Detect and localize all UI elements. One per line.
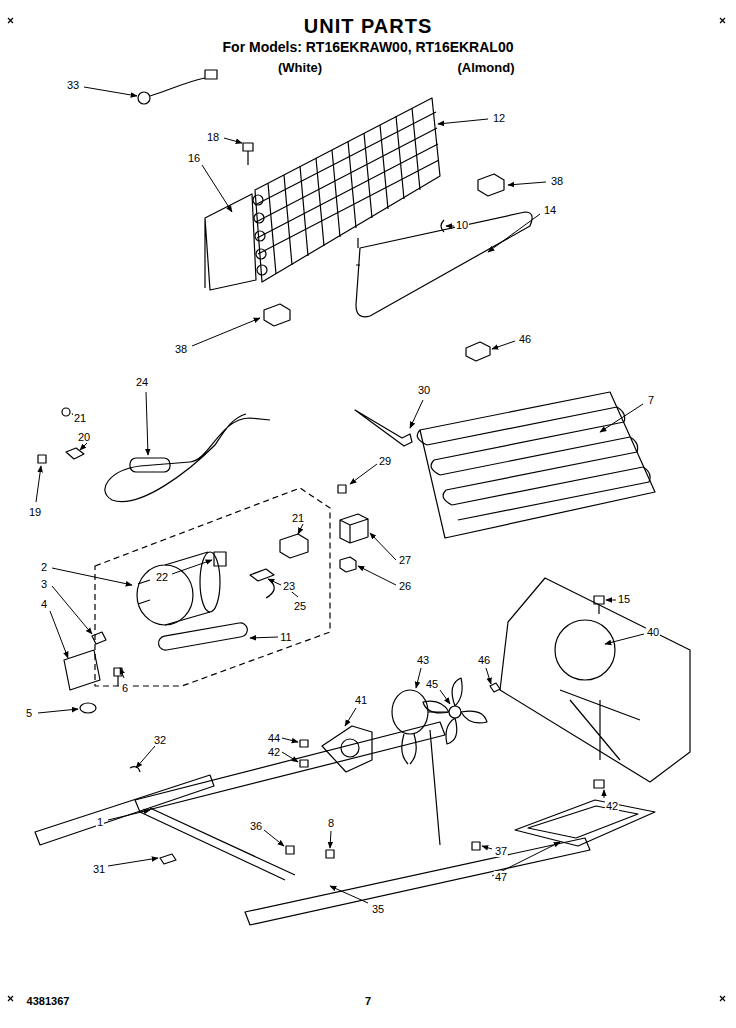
callout-number: 21 [291,512,305,524]
callout-number: 23 [282,580,296,592]
callout-number: 44 [267,732,281,744]
callout-number: 46 [477,654,491,666]
callout-number: 24 [135,376,149,388]
callout-number: 2 [40,561,48,573]
model-line: For Models: RT16EKRAW00, RT16EKRAL00 [222,40,515,55]
callout-number: 38 [550,175,564,187]
callout-number: 16 [187,152,201,164]
callout-number: 47 [494,871,508,883]
callout-number: 36 [249,820,263,832]
callout-number: 1 [96,816,104,828]
callout-number: 15 [617,593,631,605]
callout-number: 40 [646,626,660,638]
callout-number: 14 [543,204,557,216]
page-number: 7 [364,995,372,1007]
callout-number: 32 [153,734,167,746]
callout-number: 38 [174,343,188,355]
callout-number: 4 [40,598,48,610]
page-code: 4381367 [26,995,71,1007]
callout-number: 42 [605,800,619,812]
callout-number: 21 [73,412,87,424]
color-note: (Almond) [456,61,515,75]
callout-number: 25 [293,600,307,612]
callout-number: 8 [327,817,335,829]
title: UNIT PARTS [303,15,434,37]
callout-number: 29 [378,455,392,467]
callout-number: 31 [92,863,106,875]
callout-number: 5 [25,707,33,719]
callout-number: 37 [494,845,508,857]
callout-number: 35 [371,903,385,915]
callout-number: 27 [398,554,412,566]
callout-number: 20 [77,431,91,443]
callout-number: 12 [492,112,506,124]
callout-number: 10 [455,219,469,231]
callout-number: 46 [518,333,532,345]
callout-number: 33 [66,79,80,91]
callout-number: 18 [206,131,220,143]
callout-number: 26 [398,580,412,592]
callout-number: 19 [28,506,42,518]
callout-number: 7 [647,394,655,406]
callout-number: 22 [155,571,169,583]
callout-number: 45 [425,678,439,690]
callout-number: 43 [416,654,430,666]
callout-number: 42 [267,746,281,758]
callout-number: 30 [417,384,431,396]
callout-number: 3 [40,578,48,590]
callout-number: 41 [354,694,368,706]
callout-number: 6 [121,682,129,694]
callout-number: 11 [279,631,292,643]
color-note: (White) [277,61,323,75]
